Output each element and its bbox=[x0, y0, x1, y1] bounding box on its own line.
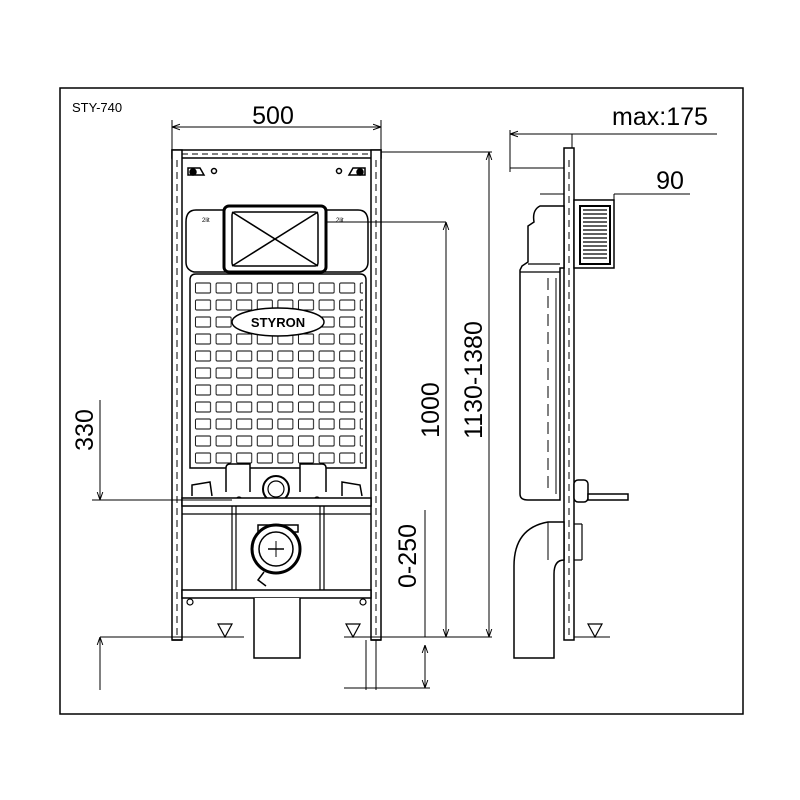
cistern-grille bbox=[189, 273, 367, 469]
dim-total-height-label: 1130-1380 bbox=[460, 321, 488, 439]
frame-mid-bar bbox=[181, 497, 372, 507]
dim-flush-plate-height: 1000 bbox=[417, 222, 446, 637]
frame-bottom-bar bbox=[181, 589, 372, 599]
front-view: 500 2lit 2lit bbox=[71, 102, 492, 690]
floor-level-symbol-side bbox=[574, 623, 610, 639]
top-brackets bbox=[187, 167, 366, 176]
dim-frame-width: 500 bbox=[171, 102, 382, 160]
floor-level-symbol-front bbox=[100, 623, 430, 639]
side-cistern bbox=[519, 205, 565, 501]
dim-frame-width-label: 500 bbox=[252, 102, 294, 130]
dim-foot-adjust-label: 0-250 bbox=[394, 524, 422, 588]
dim-foot-adjust: 0-250 bbox=[344, 510, 430, 689]
cistern-top bbox=[185, 209, 369, 273]
dim-module-depth-label: 90 bbox=[656, 167, 684, 195]
dim-flush-plate-height-label: 1000 bbox=[417, 382, 445, 438]
dim-module-depth: 90 bbox=[540, 167, 690, 210]
drain-outlet bbox=[250, 523, 302, 587]
dim-max-depth: max:175 bbox=[509, 103, 717, 172]
dim-outlet-height-label: 330 bbox=[71, 409, 99, 451]
side-view: max:175 90 bbox=[509, 103, 717, 659]
brand-logo: STYRON bbox=[231, 307, 325, 337]
drawing-border bbox=[59, 87, 744, 715]
side-flush-panel bbox=[573, 199, 615, 269]
flush-opening bbox=[222, 204, 328, 274]
cistern-label-left: 2lit bbox=[202, 218, 210, 224]
model-code: STY-740 bbox=[72, 100, 122, 115]
side-drain-elbow bbox=[513, 521, 565, 659]
dim-outlet-height: 330 bbox=[71, 400, 232, 690]
drain-pipe bbox=[253, 598, 301, 659]
dim-total-height: 1130-1380 bbox=[381, 151, 492, 638]
cistern-label-right: 2lit bbox=[336, 218, 344, 224]
dim-max-depth-label: max:175 bbox=[612, 103, 708, 131]
brand-logo-text: STYRON bbox=[251, 315, 305, 330]
cistern-lower bbox=[191, 463, 363, 497]
side-connector bbox=[573, 479, 629, 503]
